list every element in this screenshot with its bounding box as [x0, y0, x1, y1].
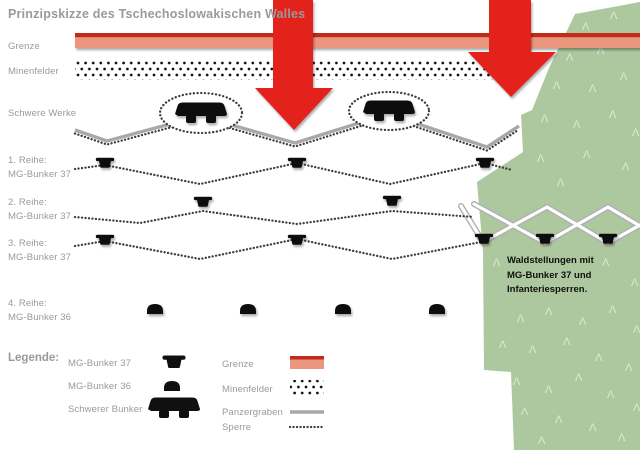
label-schwere-werke: Schwere Werke [8, 108, 77, 119]
label-minenfelder: Minenfelder [8, 66, 59, 77]
label-row-2: 2. Reihe:MG-Bunker 37 [8, 197, 71, 222]
legend-label-panzergraben: Panzergraben [222, 407, 283, 418]
antitank-ditch-line [73, 112, 521, 152]
legend-label-minenfelder: Minenfelder [222, 384, 273, 395]
forest-annotation: Waldstellungen mit MG-Bunker 37 und Infa… [507, 255, 594, 295]
border-band-swatch [290, 356, 324, 369]
down-arrow-icon [255, 0, 333, 130]
mg-bunker-37-icon [162, 355, 186, 368]
down-arrow-icon [468, 0, 556, 97]
page-title: Prinzipskizze des Tschechoslowakischen W… [8, 7, 306, 21]
mg-bunker-36-icon [240, 304, 256, 314]
mg-bunker-36-icon [164, 381, 180, 391]
legend-label-mg-bunker-37: MG-Bunker 37 [68, 358, 131, 369]
legend-swatches [148, 355, 326, 429]
mg-bunker-36-icon [429, 304, 445, 314]
label-row-3: 3. Reihe:MG-Bunker 37 [8, 238, 71, 263]
label-row-1: 1. Reihe:MG-Bunker 37 [8, 155, 71, 180]
attack-arrow-icons [255, 0, 556, 130]
minefield-dots-swatch [290, 380, 324, 397]
forest-area [477, 2, 640, 450]
legend-label-grenze: Grenze [222, 359, 254, 370]
legend-label-schwerer-bunker: Schwerer Bunker [68, 404, 143, 415]
legend-heading: Legende: [8, 352, 60, 364]
label-row-4: 4. Reihe:MG-Bunker 36 [8, 298, 71, 323]
border-band [75, 33, 640, 48]
infantry-obstacle-lattice [458, 201, 640, 246]
mg-bunker-36-icon [335, 304, 351, 314]
legend-label-mg-bunker-36: MG-Bunker 36 [68, 381, 131, 392]
label-grenze: Grenze [8, 41, 40, 52]
legend-label-sperre: Sperre [222, 422, 252, 433]
schwerer-bunker-icon [148, 397, 200, 418]
mg-bunker-36-icon [147, 304, 163, 314]
